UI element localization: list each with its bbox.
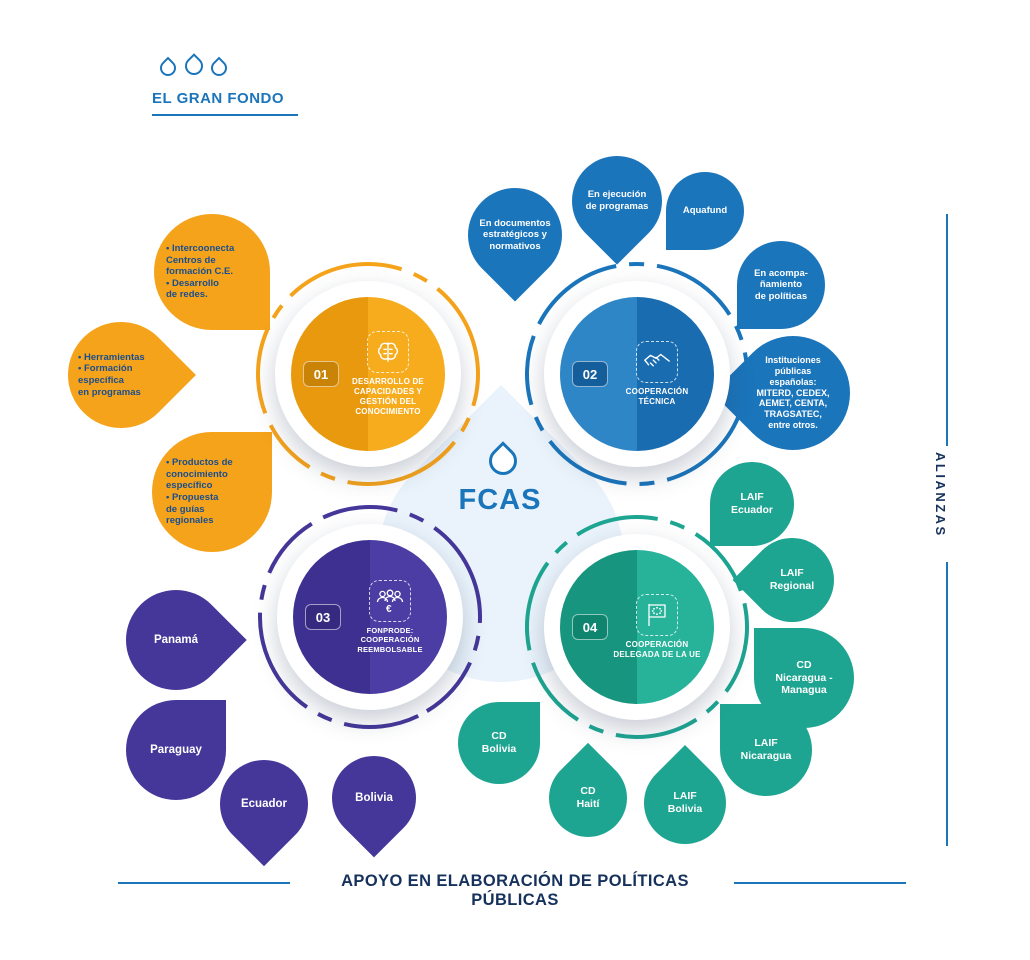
eu-flag-icon	[636, 594, 678, 636]
drop-ejecucion: En ejecución de programas	[553, 137, 681, 265]
handshake-icon	[636, 341, 678, 383]
droplet-icon	[156, 56, 180, 80]
drop-intercoonecta: • Intercoonecta Centros de formación C.E…	[154, 214, 270, 330]
drop-acompanamiento: En acompa- ñamiento de políticas	[737, 241, 825, 329]
people-euro-icon: €	[369, 579, 411, 622]
section-number-badge: 03	[305, 604, 341, 630]
drop-documentos: En documentos estratégicos y normativos	[448, 168, 582, 302]
section-number-badge: 02	[572, 361, 608, 387]
drop-productos: • Productos de conocimiento específico •…	[152, 432, 272, 552]
section-04-circle: 04 COOPERACIÓN DELEGADA DE LA UE	[544, 534, 730, 720]
footer-line-left	[118, 882, 290, 884]
drop-ecuador: Ecuador	[201, 741, 327, 867]
footer-label: APOYO EN ELABORACIÓN DE POLÍTICAS PÚBLIC…	[341, 872, 689, 909]
drop-instituciones: Instituciones públicas españolas: MITERD…	[712, 312, 874, 474]
section-title: COOPERACIÓN DELEGADA DE LA UE	[613, 640, 701, 659]
drop-laif-ecuador: LAIF Ecuador	[710, 462, 794, 546]
alianzas-line-bottom	[946, 562, 948, 846]
section-number-badge: 01	[303, 361, 339, 387]
alianzas-line-top	[946, 214, 948, 446]
center-label: FCAS	[458, 484, 542, 516]
logo-underline	[152, 114, 298, 116]
drop-paraguay: Paraguay	[126, 700, 226, 800]
svg-text:€: €	[386, 604, 392, 614]
drop-herramientas: • Herramientas • Formación específica en…	[46, 300, 196, 450]
drop-laif-nicaragua: LAIF Nicaragua	[720, 704, 812, 796]
section-01-circle: 01 DESARROLLO DE CAPACIDADES Y GESTIÓN D…	[275, 281, 461, 467]
section-04-dashed-ring	[520, 510, 754, 744]
footer-line-right	[734, 882, 906, 884]
drop-laif-regional: LAIF Regional	[732, 520, 852, 640]
drop-cd-bolivia: CD Bolivia	[458, 702, 540, 784]
brain-icon	[367, 331, 409, 373]
section-03-circle: 03 € FONPRODE: COOPERACIÓN REEMBOLSABLE	[277, 524, 463, 710]
droplet-icon	[207, 56, 231, 80]
drop-aquafund: Aquafund	[666, 172, 744, 250]
logo-title: EL GRAN FONDO	[152, 90, 285, 107]
droplet-icon	[181, 53, 207, 79]
drop-bolivia: Bolivia	[314, 738, 434, 858]
drop-panama: Panamá	[105, 569, 247, 711]
alianzas-label: ALIANZAS	[933, 452, 948, 538]
section-03-dashed-ring	[253, 500, 487, 734]
section-title: COOPERACIÓN TÉCNICA	[625, 387, 689, 406]
section-title: DESARROLLO DE CAPACIDADES Y GESTIÓN DEL …	[352, 377, 424, 416]
drop-cd-haiti: CD Haití	[532, 742, 644, 854]
section-01-dashed-ring	[251, 257, 485, 491]
section-title: FONPRODE: COOPERACIÓN REEMBOLSABLE	[357, 625, 423, 654]
drop-laif-bolivia: LAIF Bolivia	[627, 745, 743, 861]
section-number-badge: 04	[572, 614, 608, 640]
section-02-circle: 02 COOPERACIÓN TÉCNICA	[544, 281, 730, 467]
